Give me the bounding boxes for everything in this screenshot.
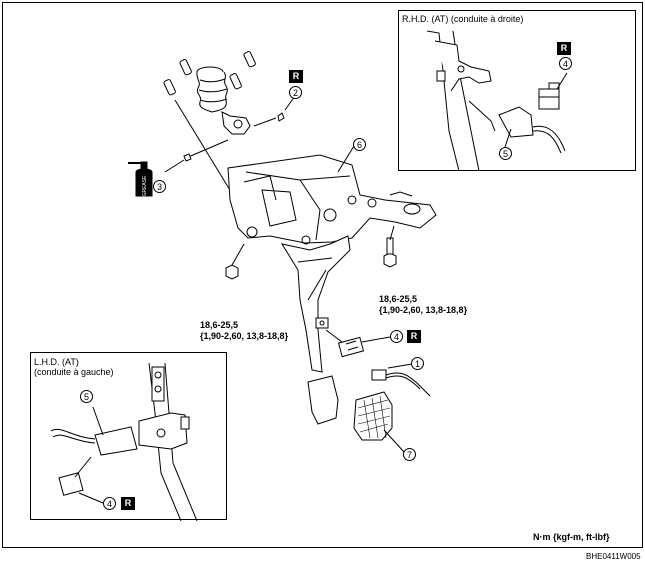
callout-4-lhd: 4 — [103, 497, 116, 510]
figure-frame — [2, 2, 643, 548]
callout-4: 4 — [390, 330, 403, 343]
callout-4-rhd: 4 — [559, 57, 572, 70]
replace-mark-lhd: R — [121, 497, 135, 510]
clevis-pin — [253, 117, 277, 127]
callout-3: 3 — [153, 180, 166, 193]
callout-5-lhd: 5 — [80, 390, 93, 403]
replace-mark-boot: R — [289, 70, 303, 83]
pedal-pad-cover — [353, 391, 393, 441]
torque-right-value: 18,6-25,5 — [379, 294, 418, 304]
pedal-boot — [163, 51, 256, 135]
replace-mark-switch: R — [407, 330, 421, 343]
callout-6: 6 — [353, 138, 366, 151]
bolt-left — [225, 243, 245, 280]
torque-right-units: {1,90-2,60, 13,8-18,8} — [379, 305, 468, 315]
svg-text:GREASE: GREASE — [142, 175, 148, 197]
clip-pin — [185, 139, 229, 159]
lhd-inset-title: L.H.D. (AT) — [34, 357, 79, 367]
callout-5-rhd: 5 — [499, 147, 512, 160]
lhd-inset-drawing — [50, 362, 198, 521]
torque-left-value: 18,6-25,5 — [200, 320, 239, 330]
replace-mark-rhd: R — [557, 42, 571, 55]
rhd-inset: R.H.D. (AT) (conduite à droite) R 4 5 — [398, 10, 636, 172]
lhd-inset: L.H.D. (AT) (conduite à gauche) 5 4 R — [30, 352, 227, 521]
brake-light-switch — [325, 329, 391, 358]
callout-1: 1 — [411, 357, 424, 370]
pedal-bracket — [227, 154, 437, 245]
callout-7: 7 — [403, 448, 416, 461]
rhd-inset-drawing — [426, 30, 568, 172]
torque-unit-legend: N·m {kgf-m, ft-lbf} — [533, 532, 610, 542]
bolt-right — [383, 225, 397, 268]
switch-connector — [371, 363, 431, 397]
callout-2: 2 — [289, 86, 302, 99]
brake-pedal-arm — [280, 235, 351, 373]
figure-code: BHE0411W005 — [586, 552, 641, 561]
pedal-pad — [307, 375, 339, 425]
torque-left-units: {1,90-2,60, 13,8-18,8} — [200, 331, 289, 341]
rhd-inset-title: R.H.D. (AT) (conduite à droite) — [402, 14, 524, 24]
lhd-inset-subtitle: (conduite à gauche) — [34, 367, 114, 377]
grease-can-icon: GREASE — [128, 161, 153, 197]
